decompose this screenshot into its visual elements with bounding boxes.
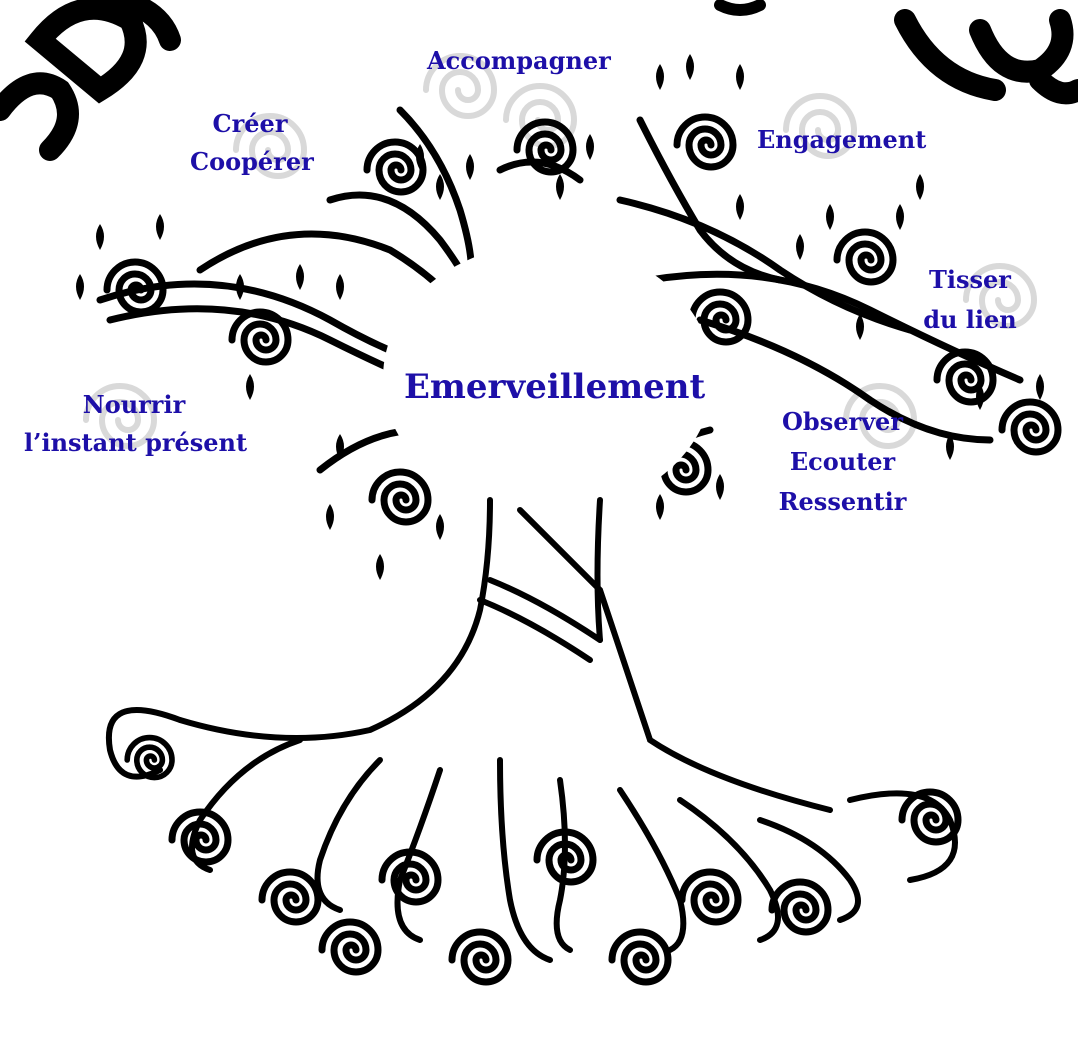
top-mark (714, 0, 766, 16)
roots (105, 707, 958, 963)
label-tisser: Tisser (929, 265, 1011, 294)
label-creer-cooperer: Créer Coopérer (190, 109, 314, 176)
center-clearing (383, 243, 713, 513)
label-nourrir-instant: Nourrir l’instant présent (24, 390, 248, 457)
label-engagement: Engagement (757, 125, 927, 154)
label-du-lien: du lien (923, 305, 1017, 334)
corner-lettering-right (894, 9, 1078, 105)
label-cooperer: Coopérer (190, 147, 314, 176)
trunk (177, 497, 833, 813)
label-ecouter: Ecouter (789, 447, 896, 476)
label-emerveillement: Emerveillement (404, 367, 706, 407)
label-observer: Observer (782, 407, 903, 436)
label-accompagner: Accompagner (427, 46, 611, 75)
label-creer: Créer (212, 109, 288, 138)
label-instant-present: l’instant présent (24, 428, 248, 457)
label-tisser-du-lien: Tisser du lien (920, 268, 1020, 332)
label-nourrir: Nourrir (82, 390, 186, 419)
label-observer-group: Observer Ecouter Ressentir (775, 410, 910, 514)
label-ressentir: Ressentir (778, 487, 907, 516)
corner-lettering-left (0, 0, 181, 161)
